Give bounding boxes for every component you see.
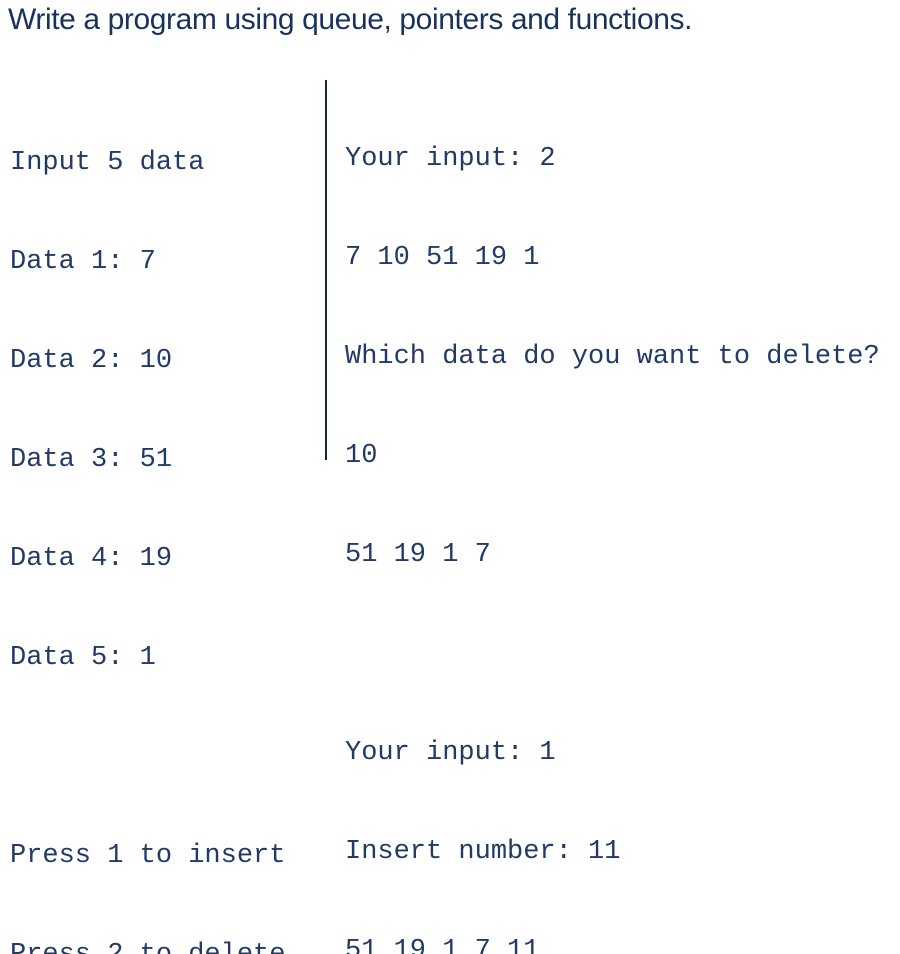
console-line-data-1: Data 1: 7 xyxy=(10,247,156,277)
console-line-queue-after-delete: 51 19 1 7 xyxy=(345,540,491,570)
console-line-data-5: Data 5: 1 xyxy=(10,643,156,673)
console-line-blank xyxy=(10,738,285,777)
console-line-insert-number: Insert number: 11 xyxy=(345,837,621,867)
column-divider xyxy=(325,80,327,460)
console-line-press-1: Press 1 to insert xyxy=(10,841,286,871)
console-line-blank xyxy=(345,635,880,674)
page-title: Write a program using queue, pointers an… xyxy=(8,3,693,36)
console-line-data-3: Data 3: 51 xyxy=(10,445,173,475)
console-line-input-5-data: Input 5 data xyxy=(10,148,205,178)
console-line-queue-initial: 7 10 51 19 1 xyxy=(345,243,540,273)
console-line-delete-prompt: Which data do you want to delete? xyxy=(345,342,880,372)
console-line-data-2: Data 2: 10 xyxy=(10,346,173,376)
console-right-column: Your input: 2 7 10 51 19 1 Which data do… xyxy=(345,80,880,954)
console-left-column: Input 5 data Data 1: 7 Data 2: 10 Data 3… xyxy=(10,84,285,954)
console-line-press-2: Press 2 to delete xyxy=(10,936,285,954)
console-line-your-input-1: Your input: 1 xyxy=(345,738,556,768)
console-line-your-input-2: Your input: 2 xyxy=(345,144,556,174)
console-line-data-4: Data 4: 19 xyxy=(10,544,173,574)
console-line-queue-after-insert: 51 19 1 7 11 xyxy=(345,936,540,954)
console-line-delete-value: 10 xyxy=(345,441,378,471)
